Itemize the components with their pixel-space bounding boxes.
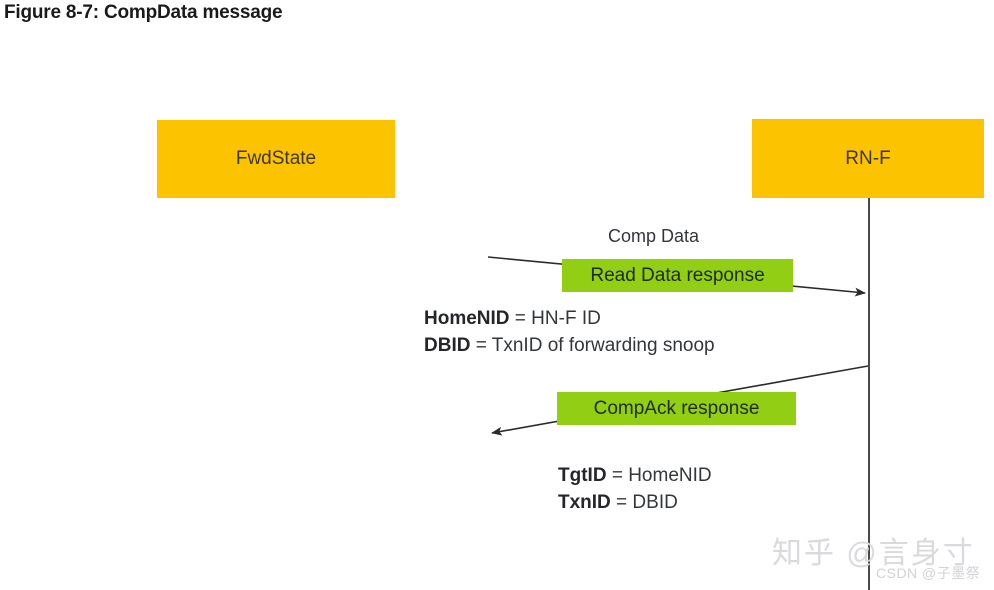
message-caption-comp-data: Comp Data [608, 226, 700, 246]
message-highlight-label: CompAck response [593, 397, 760, 419]
message-highlight-read-data-response: Read Data response [562, 259, 793, 292]
attribute-value: = DBID [610, 492, 678, 513]
message-highlight-compack-response: CompAck response [557, 392, 796, 425]
attribute-row: HomeNID = HN-F ID [424, 305, 715, 332]
page-title: Figure 8-7: CompData message [4, 2, 283, 23]
attribute-key: DBID [424, 335, 471, 356]
lifeline-rnf [868, 198, 870, 590]
attribute-key: TxnID [558, 492, 611, 513]
attribute-block-compack: TgtID = HomeNID TxnID = DBID [558, 462, 712, 516]
attribute-row: TgtID = HomeNID [558, 462, 712, 489]
attribute-block-comp-data: HomeNID = HN-F ID DBID = TxnID of forwar… [424, 305, 715, 359]
attribute-key: TgtID [558, 465, 607, 486]
node-box-fwdstate: FwdState [157, 120, 395, 198]
attribute-value: = HN-F ID [509, 308, 601, 329]
message-highlight-label: Read Data response [590, 264, 765, 286]
watermark-zhihu: 知乎 @言身寸 [772, 537, 975, 570]
node-label-rnf: RN-F [845, 147, 891, 169]
node-label-fwdstate: FwdState [235, 148, 317, 169]
attribute-value: = HomeNID [606, 465, 712, 486]
attribute-row: TxnID = DBID [558, 489, 712, 516]
attribute-value: = TxnID of forwarding snoop [470, 335, 715, 356]
watermark-csdn: CSDN @子墨祭 [876, 565, 981, 581]
attribute-key: HomeNID [424, 308, 510, 329]
attribute-row: DBID = TxnID of forwarding snoop [424, 332, 715, 359]
node-box-rnf: RN-F [752, 119, 984, 198]
